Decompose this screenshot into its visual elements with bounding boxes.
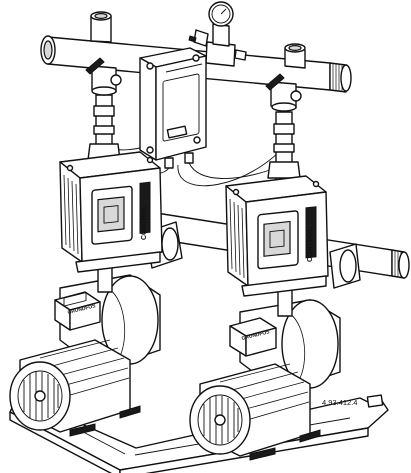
control-box (139, 47, 207, 169)
left-controller-brand: CONTROL (141, 205, 148, 240)
fan-cover-grille-right (197, 394, 243, 446)
right-controller-brand: CONTROL (307, 227, 314, 262)
left-pump-unit (9, 221, 183, 437)
right-discharge-pipe (265, 73, 302, 188)
fan-cover-grille (17, 370, 63, 422)
pressure-gauge-assembly (188, 1, 247, 67)
left-discharge-pipe (85, 57, 122, 161)
left-controller-cooling-fins (63, 174, 79, 255)
drawing-reference-number: 4.93.412.4 (322, 398, 357, 407)
right-controller-cooling-fins (229, 198, 245, 279)
left-controller: CONTROL (59, 151, 163, 273)
right-controller: CONTROL (225, 175, 329, 297)
